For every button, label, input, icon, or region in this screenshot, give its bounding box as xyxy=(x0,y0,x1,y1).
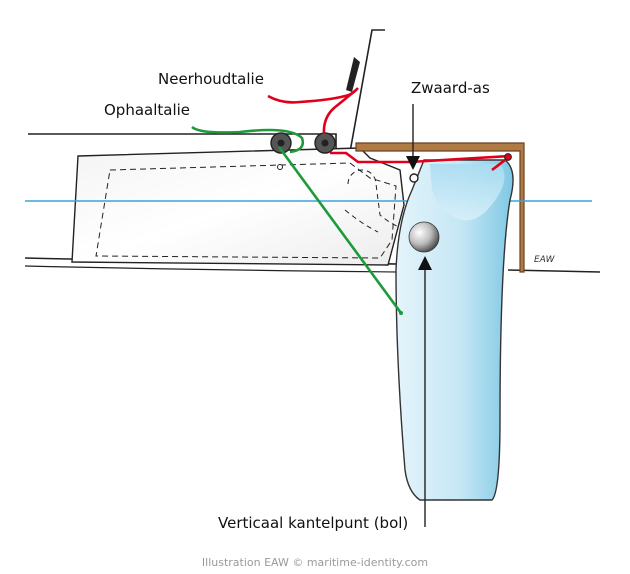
board-outline-dashed xyxy=(347,169,403,229)
trunk-wood xyxy=(355,142,525,273)
pivot-pin xyxy=(409,173,419,183)
centreboard-top-shade xyxy=(430,164,505,221)
red-line-horizontal xyxy=(330,151,511,164)
illustration-credit: Illustration EAW © maritime-identity.com xyxy=(202,556,428,569)
green-line-to-board xyxy=(277,146,403,314)
label-ophaaltalie: Ophaaltalie xyxy=(104,101,190,119)
hull-bottom-line-2 xyxy=(24,265,401,273)
pivot-ball xyxy=(408,221,440,253)
cleat xyxy=(346,57,360,92)
deck-line xyxy=(28,29,385,153)
artist-signature: EAW xyxy=(534,255,556,265)
kantelpunt-arrowhead xyxy=(418,256,432,270)
green-line-end xyxy=(399,311,403,315)
label-neerhoudtalie: Neerhoudtalie xyxy=(158,70,264,88)
board-outline-dashed-2 xyxy=(344,209,379,233)
hull-bottom-right xyxy=(507,269,601,273)
block-neerhoud xyxy=(314,132,336,154)
block-ophaal xyxy=(270,132,292,154)
label-kantelpunt: Verticaal kantelpunt (bol) xyxy=(218,514,408,532)
small-pin xyxy=(277,164,283,170)
label-zwaard-as: Zwaard-as xyxy=(411,79,490,97)
red-sheave xyxy=(504,153,512,161)
centreboard-case-inner xyxy=(95,162,397,259)
zwaard-as-arrowhead xyxy=(406,156,420,170)
red-line-down xyxy=(322,89,357,135)
green-line xyxy=(191,125,305,154)
